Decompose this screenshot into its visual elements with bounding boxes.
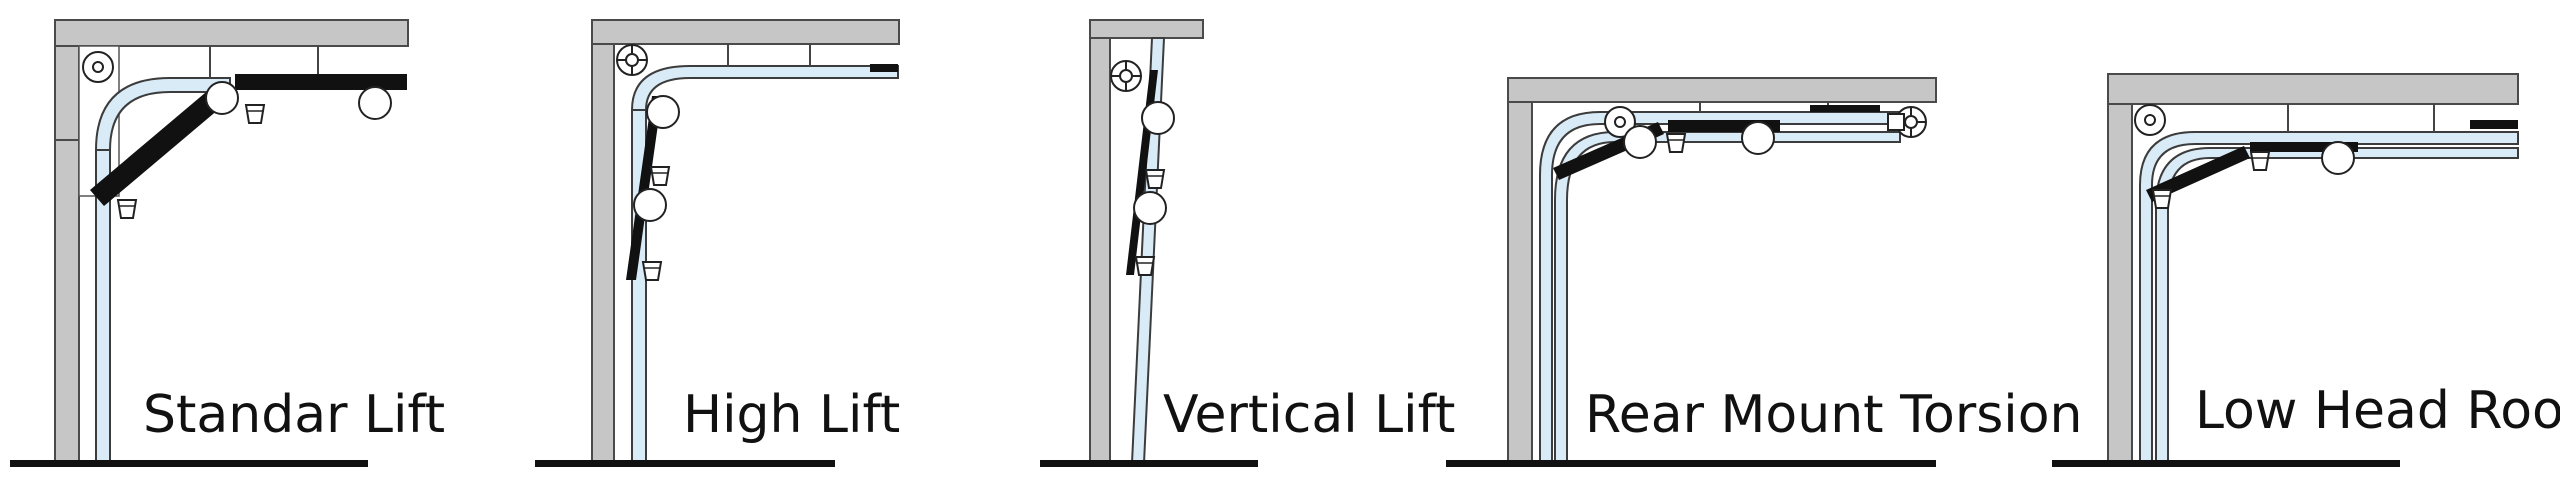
panel-high-lift: High Lift (535, 19, 900, 467)
panel-low-head-room: Low Head Room (2052, 73, 2560, 467)
panel-rear-mount-torsion: Rear Mount Torsion (1446, 77, 2083, 467)
hinge-icon (2152, 189, 2172, 209)
roller-icon (358, 86, 392, 120)
side-wall (1507, 101, 1533, 464)
ceiling-wall (2107, 73, 2519, 105)
roller-icon (633, 188, 667, 222)
hinge-icon (642, 261, 662, 281)
door-section-horizontal (2250, 142, 2358, 152)
hinge-icon (1135, 256, 1155, 276)
torsion-spring-icon (1110, 60, 1142, 92)
door-section-angled (90, 82, 232, 206)
torsion-spring-icon (616, 44, 648, 76)
roller-icon (205, 81, 239, 115)
side-wall (1089, 37, 1111, 464)
side-wall (591, 43, 615, 464)
ground-line (535, 460, 835, 467)
roller-icon (1741, 121, 1775, 155)
roller-icon (1623, 125, 1657, 159)
hinge-icon (245, 104, 265, 124)
panel-label: Rear Mount Torsion (1585, 385, 2083, 445)
hinge-icon (2250, 151, 2270, 171)
ground-line (2052, 460, 2400, 467)
roller-icon (1133, 191, 1167, 225)
panel-label: Vertical Lift (1163, 385, 1455, 445)
panel-standard-lift: Standar Lift (10, 19, 445, 467)
hinge-icon (650, 166, 670, 186)
door-section-angled (2146, 146, 2250, 202)
door-section-horizontal (235, 74, 407, 90)
cable-drum-icon (82, 51, 114, 83)
panel-label: Low Head Room (2195, 381, 2560, 441)
roller-icon (1141, 101, 1175, 135)
panel-label: High Lift (683, 385, 900, 445)
cable-drum-icon (2134, 104, 2166, 136)
panel-vertical-lift: Vertical Lift (1040, 19, 1455, 467)
ground-line (1446, 460, 1936, 467)
hinge-icon (1666, 133, 1686, 153)
ceiling-wall (591, 19, 900, 45)
roller-icon (2321, 141, 2355, 175)
ceiling-wall (54, 19, 409, 47)
hinge-icon (117, 199, 137, 219)
roller-icon (646, 95, 680, 129)
panel-label: Standar Lift (143, 385, 445, 445)
ground-line (1040, 460, 1258, 467)
side-wall (54, 45, 80, 464)
door-section-vertical (626, 96, 662, 280)
side-wall (2107, 103, 2133, 464)
curved-track (2139, 131, 2519, 464)
ceiling-wall (1507, 77, 1937, 103)
ceiling-wall (1089, 19, 1204, 39)
hinge-icon (1145, 169, 1165, 189)
ground-line (10, 460, 368, 467)
